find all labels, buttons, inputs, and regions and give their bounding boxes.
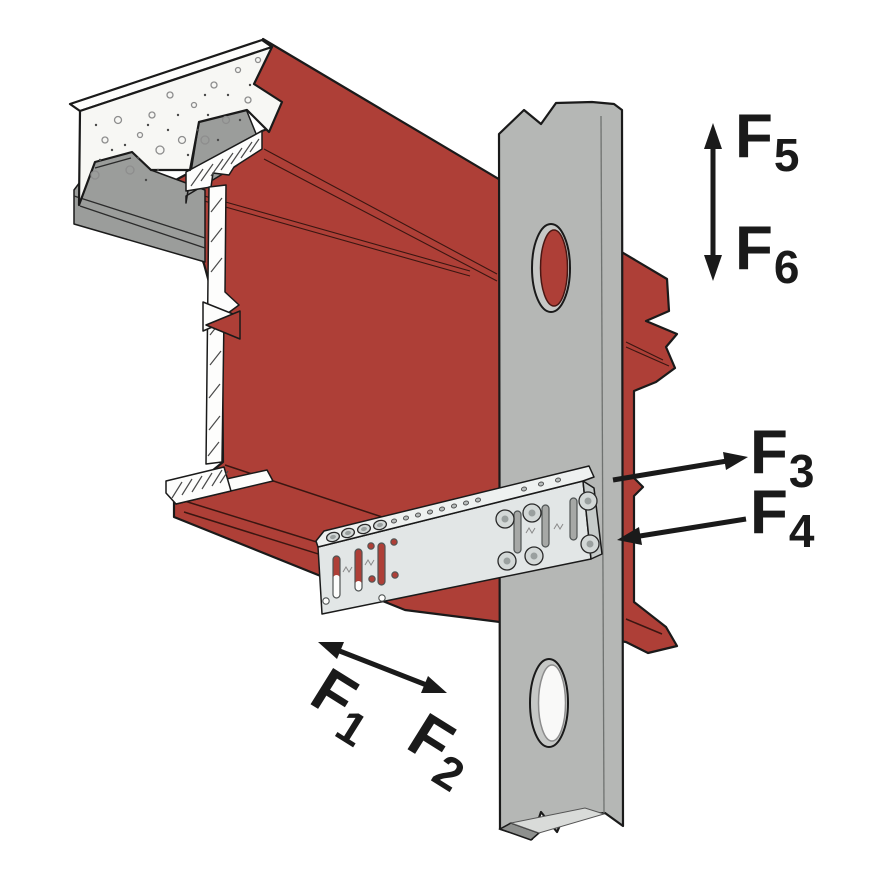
deck-fold-line (73, 195, 206, 239)
connector-stamp-marks (342, 523, 564, 573)
force-label-f2: F2 (391, 700, 488, 801)
slide-clip-connector (315, 465, 603, 615)
stud-lower-slot-hole (537, 664, 567, 742)
connector-slots-left (332, 542, 386, 599)
connector-flange-holes (390, 477, 562, 524)
force-label-f6: F6 (735, 214, 799, 293)
force-label-f5: F5 (735, 102, 799, 181)
beam-cut-cross-section (165, 130, 274, 505)
concrete-slab (68, 38, 284, 207)
force-arrowhead-f6-down (704, 255, 722, 281)
force-arrow-f3-shaft (612, 458, 728, 483)
connector-stud-screws (495, 491, 600, 571)
concrete-speckles (90, 56, 262, 182)
force-arrowhead-f4 (617, 527, 642, 545)
force-arrowhead-f2 (421, 676, 447, 693)
force-arrowhead-f3 (723, 452, 748, 470)
force-arrow-f4-shaft (639, 516, 747, 539)
force-arrow-f1-f2-shaft (336, 647, 430, 689)
stud-upper-slot-hole (539, 229, 569, 307)
deck-flute-line (94, 157, 132, 169)
connector-flange-screws (325, 519, 388, 543)
beam-right-flange-piece-line (625, 618, 663, 635)
force-arrowhead-f1 (318, 642, 344, 659)
bottom-flange-hatching (171, 469, 229, 499)
beam-flange-tip-line (189, 191, 471, 277)
slab-cut-face (77, 45, 284, 207)
deck-fold-line2 (79, 205, 206, 249)
steel-stud (497, 100, 625, 841)
beam-top-flange-underside-line2 (263, 158, 670, 367)
stud-bottom-inside (509, 807, 606, 834)
connector-slots-right (513, 497, 578, 554)
web-break-notch-red (205, 310, 241, 340)
force-arrowhead-f5-up (704, 123, 722, 149)
stud-corner-line (600, 115, 605, 814)
force-label-f3: F3 (750, 418, 814, 497)
top-flange-hatching (190, 138, 260, 187)
force-label-f4: F4 (750, 478, 815, 557)
force-label-f1: F1 (294, 655, 391, 756)
connector-face-holes (322, 538, 399, 605)
beam-top-flange-underside-line (263, 148, 664, 361)
